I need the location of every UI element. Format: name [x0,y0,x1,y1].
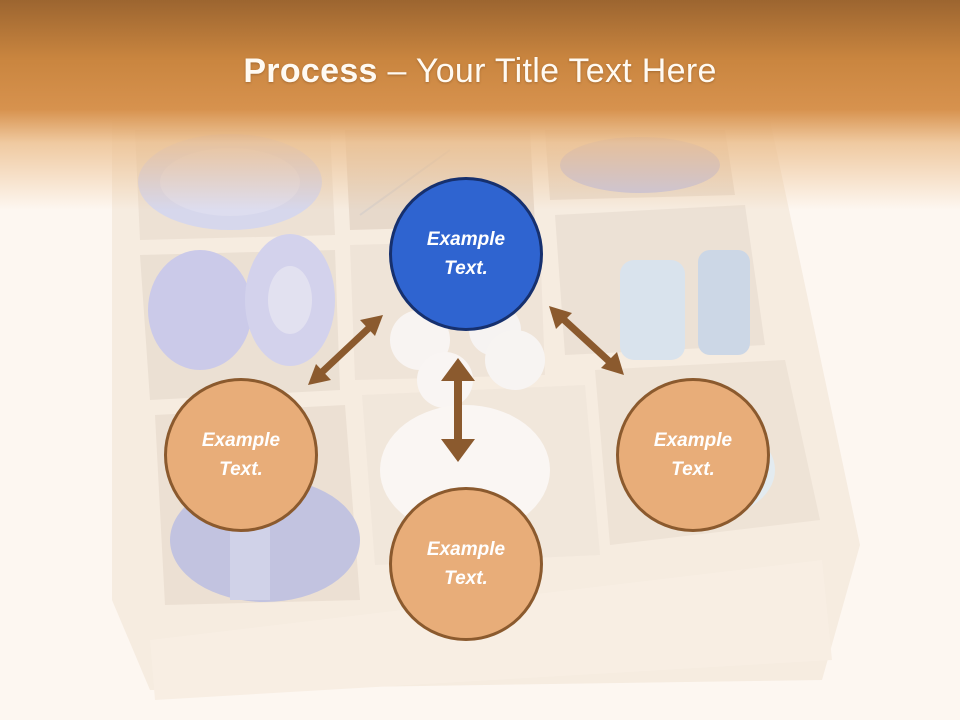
title-rest: – Your Title Text Here [377,52,717,90]
node-center-label: Example Text. [426,229,506,279]
slide-title: Process – Your Title Text Here [0,52,960,91]
arrow-center-right [549,306,624,375]
process-node-left[interactable]: Example Text. [164,378,318,532]
process-node-right[interactable]: Example Text. [616,378,770,532]
node-left-label: Example Text. [201,430,281,480]
arrow-center-left [308,315,383,385]
process-node-bottom[interactable]: Example Text. [389,487,543,641]
title-strong: Process [243,52,378,90]
node-bottom-label: Example Text. [426,539,506,589]
process-node-center[interactable]: Example Text. [389,177,543,331]
header-band [0,0,960,210]
node-right-label: Example Text. [653,430,733,480]
arrow-center-bottom [441,358,475,462]
